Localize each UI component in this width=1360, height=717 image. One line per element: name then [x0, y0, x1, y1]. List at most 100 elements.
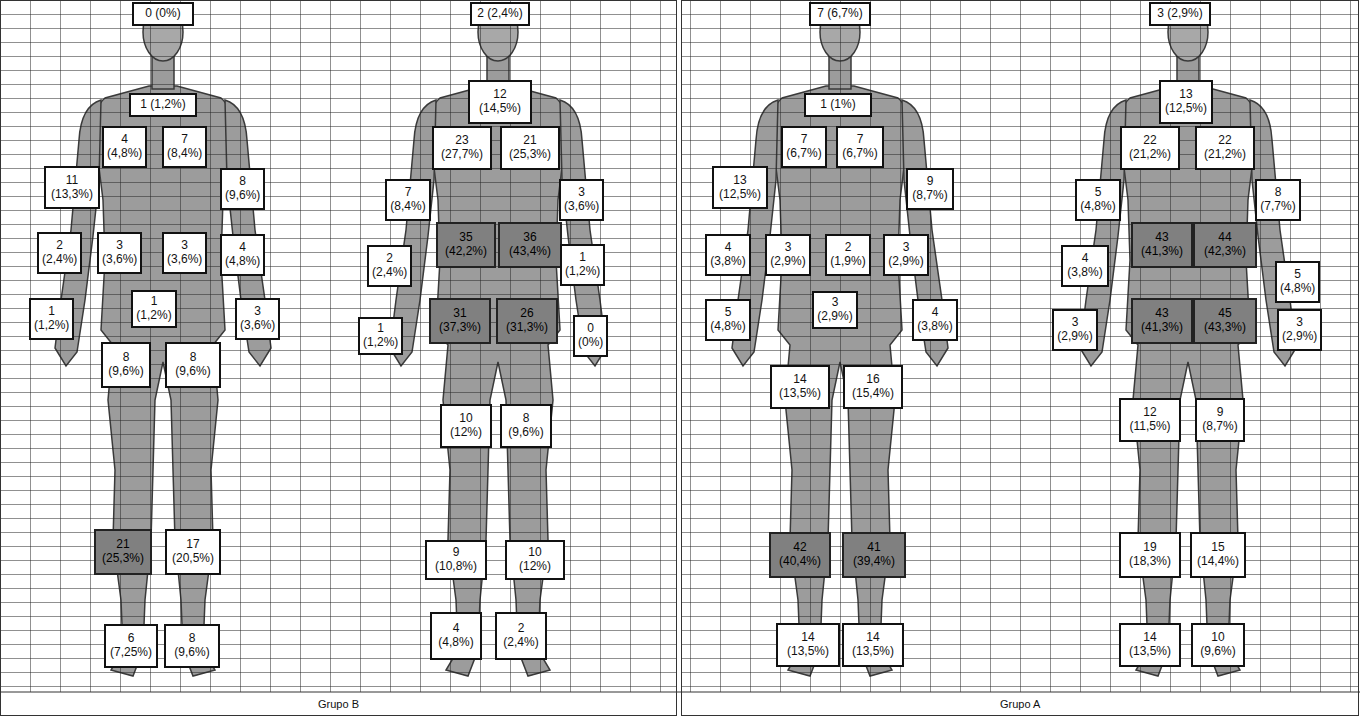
count-text-group: 2 (2,4%)	[42, 239, 77, 267]
count-box: 2 (2,4%)	[37, 232, 82, 274]
count-text-group: 21 (25,3%)	[102, 538, 144, 566]
count-text-group: 9 (8,7%)	[1202, 406, 1237, 434]
count-text: 4 (4,8%)	[438, 622, 473, 650]
count-text-group: 3 (2,9%)	[888, 241, 923, 269]
count-box: 17 (20,5%)	[165, 529, 221, 575]
count-box: 15 (14,4%)	[1190, 532, 1246, 578]
count-text-group: 0 (0%)	[145, 7, 180, 21]
count-text-group: 43 (41,3%)	[1141, 231, 1183, 259]
count-box: 12 (14,5%)	[468, 80, 532, 124]
count-text-group: 3 (3,6%)	[564, 186, 599, 214]
count-text: 16 (15,4%)	[852, 373, 894, 401]
grid-lines	[682, 0, 1359, 692]
count-text: 7 (8,4%)	[167, 133, 202, 161]
count-text-group: 8 (9,6%)	[508, 412, 543, 440]
count-text: 3 (2,9%)	[1282, 316, 1317, 344]
count-text-group: 8 (9,6%)	[175, 351, 210, 379]
count-box: 4 (3,8%)	[1061, 245, 1109, 287]
count-text: 7 (6,7%)	[786, 133, 821, 161]
count-box: 8 (9,6%)	[500, 404, 552, 448]
count-text: 44 (42,3%)	[1204, 231, 1246, 259]
count-box: 1 (1,2%)	[129, 93, 197, 117]
count-box: 9 (10,8%)	[425, 540, 487, 580]
count-text-group: 5 (4,8%)	[1280, 268, 1315, 296]
highlight-count-box: 41 (39,4%)	[842, 532, 906, 578]
count-text-group: 4 (3,8%)	[917, 306, 952, 334]
count-box: 3 (2,9%)	[765, 234, 811, 276]
count-box: 3 (3,6%)	[235, 298, 280, 340]
count-text: 0 (0%)	[578, 322, 603, 350]
highlight-count-box: 43 (41,3%)	[1131, 298, 1193, 344]
count-text-group: 3 (3,6%)	[240, 305, 275, 333]
count-text-group: 9 (10,8%)	[435, 546, 477, 574]
count-text-group: 42 (40,4%)	[779, 541, 821, 569]
highlight-count-box: 31 (37,3%)	[429, 298, 491, 344]
count-text: 4 (3,8%)	[710, 241, 745, 269]
count-text-group: 4 (4,8%)	[438, 622, 473, 650]
panel-frame	[682, 1, 1359, 716]
count-box: 3 (3,6%)	[97, 232, 142, 274]
grid-lines	[1, 0, 676, 692]
highlight-count-box: 45 (43,3%)	[1193, 298, 1257, 344]
count-text-group: 6 (7,25%)	[110, 632, 152, 660]
count-box: 0 (0%)	[573, 315, 608, 357]
count-text-group: 3 (2,9%)	[1157, 7, 1202, 21]
count-box: 14 (13,5%)	[770, 365, 830, 409]
count-text: 41 (39,4%)	[853, 541, 895, 569]
count-box: 2 (2,4%)	[470, 2, 530, 26]
count-text: 2 (1,9%)	[830, 241, 865, 269]
count-box: 3 (2,9%)	[1149, 2, 1211, 26]
count-text-group: 2 (2,4%)	[503, 622, 538, 650]
highlight-count-box: 44 (42,3%)	[1193, 222, 1257, 268]
count-box: 8 (7,7%)	[1255, 179, 1301, 221]
count-text-group: 1 (1%)	[820, 98, 855, 112]
count-box: 22 (21,2%)	[1195, 126, 1255, 170]
count-text: 3 (3,6%)	[240, 305, 275, 333]
count-text-group: 7 (6,7%)	[842, 133, 877, 161]
count-text: 3 (2,9%)	[1057, 316, 1092, 344]
count-box: 4 (3,8%)	[912, 299, 958, 341]
count-box: 23 (27,7%)	[432, 126, 492, 170]
count-box: 1 (1%)	[804, 93, 872, 117]
count-text-group: 22 (21,2%)	[1204, 134, 1246, 162]
count-text: 8 (7,7%)	[1260, 186, 1295, 214]
count-text: 42 (40,4%)	[779, 541, 821, 569]
count-text: 3 (3,6%)	[102, 239, 137, 267]
count-text: 2 (2,4%)	[503, 622, 538, 650]
count-box: 2 (2,4%)	[367, 245, 412, 287]
count-text-group: 2 (1,9%)	[830, 241, 865, 269]
count-text-group: 7 (6,7%)	[817, 7, 862, 21]
count-box: 14 (13,5%)	[776, 623, 840, 667]
count-text: 12 (14,5%)	[479, 88, 521, 116]
count-text: 5 (4,8%)	[1280, 268, 1315, 296]
count-text-group: 35 (42,2%)	[445, 231, 487, 259]
count-box: 2 (2,4%)	[495, 612, 547, 660]
count-text: 0 (0%)	[145, 7, 180, 21]
count-box: 2 (1,9%)	[825, 234, 871, 276]
count-text-group: 3 (2,9%)	[1057, 316, 1092, 344]
group-label: Grupo A	[1000, 698, 1040, 710]
count-text: 4 (3,8%)	[917, 306, 952, 334]
count-box: 3 (3,6%)	[162, 232, 207, 274]
count-text: 1 (1,2%)	[363, 322, 398, 350]
count-text: 14 (13,5%)	[1129, 631, 1171, 659]
count-text-group: 8 (9,6%)	[225, 175, 260, 203]
count-box: 11 (13,3%)	[44, 166, 100, 209]
count-box: 10 (12%)	[440, 404, 492, 448]
count-text: 43 (41,3%)	[1141, 231, 1183, 259]
count-box: 5 (4,8%)	[705, 299, 751, 341]
count-text: 1 (1%)	[820, 98, 855, 112]
count-text-group: 8 (9,6%)	[174, 632, 209, 660]
count-box: 13 (12,5%)	[712, 166, 768, 209]
count-text-group: 14 (13,5%)	[1129, 631, 1171, 659]
count-box: 9 (8,7%)	[906, 168, 954, 210]
count-text: 11 (13,3%)	[51, 174, 93, 202]
count-text: 2 (2,4%)	[372, 252, 407, 280]
count-text-group: 7 (8,4%)	[167, 133, 202, 161]
count-text: 12 (11,5%)	[1129, 406, 1170, 434]
panel-rule	[0, 692, 1360, 693]
count-text: 3 (3,6%)	[564, 186, 599, 214]
count-text: 3 (2,9%)	[1157, 7, 1202, 21]
highlight-count-box: 26 (31,3%)	[496, 298, 558, 344]
